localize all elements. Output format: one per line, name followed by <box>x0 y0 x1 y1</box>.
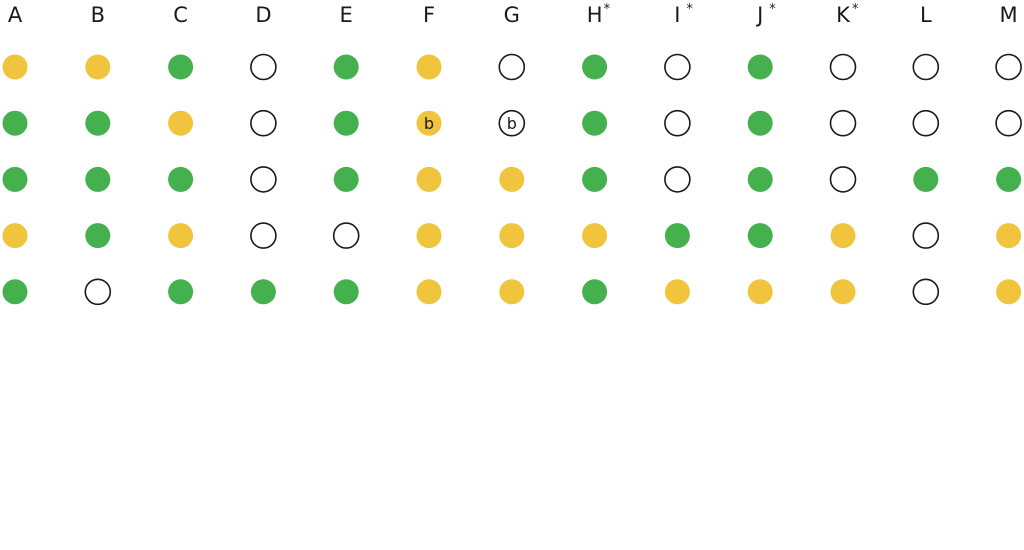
status-dot-h-row-2 <box>582 110 608 136</box>
status-dot-l-row-5 <box>912 278 940 306</box>
status-dot-i-row-2 <box>664 109 691 137</box>
status-dot-k-row-2 <box>829 109 857 137</box>
status-dot-h-row-1 <box>582 54 608 80</box>
status-dot-j-row-1 <box>747 54 773 80</box>
status-dot-g-row-1 <box>498 53 526 81</box>
status-dot-i-row-1 <box>664 53 691 81</box>
column-label-h: H <box>587 3 603 27</box>
column-label-a: A <box>8 3 23 27</box>
status-dot-f-row-2 <box>416 110 442 136</box>
status-dot-g-row-5 <box>499 279 525 305</box>
status-dot-j-row-4 <box>747 223 773 249</box>
status-dot-k-row-3 <box>829 166 857 193</box>
dot-note-f-row-2: b <box>424 114 434 133</box>
status-dot-h-row-5 <box>582 279 608 305</box>
status-dot-b-row-5 <box>84 278 112 306</box>
status-dot-g-row-3 <box>499 166 525 192</box>
status-dot-b-row-1 <box>85 54 111 80</box>
status-dot-a-row-1 <box>2 54 28 80</box>
status-dot-g-row-2 <box>498 109 526 137</box>
status-dot-c-row-3 <box>168 166 194 192</box>
status-dot-e-row-4 <box>332 222 360 249</box>
status-dot-j-row-5 <box>747 279 773 305</box>
status-dot-l-row-1 <box>912 53 940 81</box>
status-dot-h-row-3 <box>582 166 608 192</box>
status-dot-d-row-4 <box>250 222 277 249</box>
status-dot-m-row-3 <box>996 166 1022 192</box>
status-dot-k-row-5 <box>830 279 856 305</box>
dot-note-g-row-2: b <box>507 114 517 133</box>
column-mark-i: * <box>686 2 693 17</box>
status-dot-b-row-2 <box>85 110 111 136</box>
status-dot-i-row-4 <box>664 223 690 249</box>
status-dot-f-row-5 <box>416 279 442 305</box>
status-dot-f-row-1 <box>416 54 442 80</box>
status-dot-e-row-1 <box>333 54 359 80</box>
status-dot-k-row-1 <box>829 53 857 81</box>
status-dot-m-row-2 <box>995 109 1022 137</box>
status-dot-m-row-4 <box>996 223 1022 249</box>
column-label-b: B <box>91 3 105 27</box>
status-dot-m-row-1 <box>995 53 1022 81</box>
status-dot-e-row-3 <box>333 166 359 192</box>
status-dot-a-row-4 <box>2 223 28 249</box>
status-dot-k-row-4 <box>830 223 856 249</box>
column-mark-j: * <box>769 2 776 17</box>
status-dot-l-row-2 <box>912 109 940 137</box>
status-dot-j-row-2 <box>747 110 773 136</box>
column-label-g: G <box>504 3 520 27</box>
column-label-f: F <box>423 3 435 27</box>
status-dot-e-row-2 <box>333 110 359 136</box>
status-dot-h-row-4 <box>582 223 608 249</box>
column-mark-h: * <box>604 2 611 17</box>
column-label-i: I <box>674 3 680 27</box>
status-dot-i-row-3 <box>664 166 691 193</box>
status-dot-b-row-3 <box>85 166 111 192</box>
status-dot-b-row-4 <box>85 223 111 249</box>
column-label-l: L <box>920 3 932 27</box>
status-dot-a-row-2 <box>2 110 28 136</box>
status-dot-c-row-2 <box>168 110 194 136</box>
status-dot-l-row-4 <box>912 222 940 249</box>
status-dot-d-row-5 <box>250 279 276 305</box>
column-mark-k: * <box>852 2 859 17</box>
column-label-j: J <box>755 3 763 27</box>
column-label-c: C <box>173 3 188 27</box>
status-dot-d-row-1 <box>250 53 277 81</box>
status-dot-f-row-3 <box>416 166 442 192</box>
status-dot-a-row-5 <box>2 279 28 305</box>
status-dot-e-row-5 <box>333 279 359 305</box>
status-dot-c-row-4 <box>168 223 194 249</box>
status-dot-i-row-5 <box>664 279 690 305</box>
status-dot-f-row-4 <box>416 223 442 249</box>
column-label-m: M <box>1000 3 1018 27</box>
status-dot-c-row-1 <box>168 54 194 80</box>
status-dot-d-row-3 <box>250 166 277 193</box>
status-dot-c-row-5 <box>168 279 194 305</box>
column-label-e: E <box>340 3 353 27</box>
status-dot-l-row-3 <box>913 166 939 192</box>
status-dot-a-row-3 <box>2 166 28 192</box>
status-dot-j-row-3 <box>747 166 773 192</box>
status-dot-m-row-5 <box>996 279 1022 305</box>
column-label-d: D <box>255 3 271 27</box>
status-dot-d-row-2 <box>250 109 277 137</box>
status-dot-g-row-4 <box>499 223 525 249</box>
column-label-k: K <box>836 3 851 27</box>
